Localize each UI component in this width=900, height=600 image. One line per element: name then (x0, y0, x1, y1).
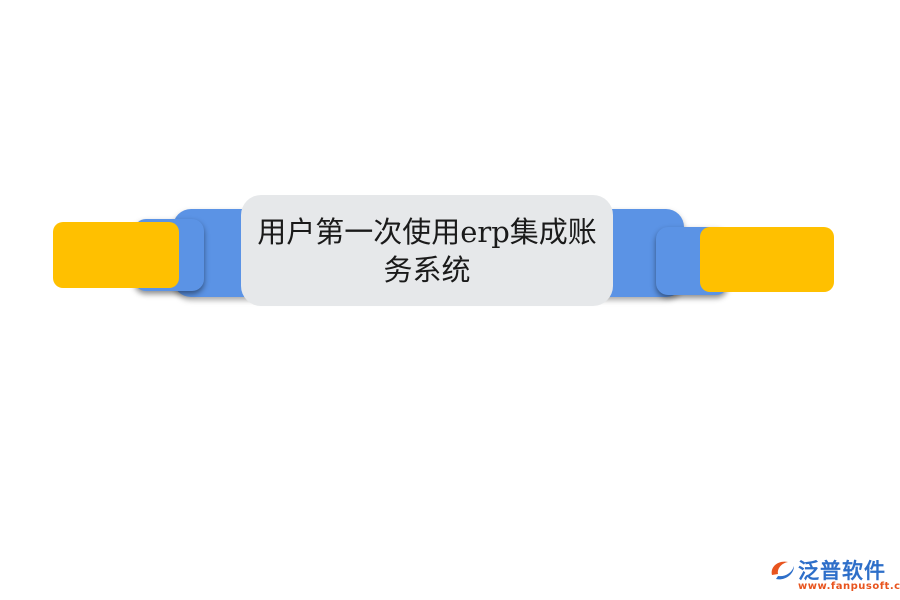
brand-url: www.fanpusoft.com (798, 581, 900, 592)
brand-name: 泛普软件 (798, 559, 886, 583)
center-title: 用户第一次使用erp集成账务系统 (257, 214, 597, 287)
left-yellow-block (53, 222, 179, 288)
brand-watermark: 泛普软件 www.fanpusoft.com (768, 555, 900, 597)
fanpu-logo-icon (771, 561, 794, 580)
right-yellow-block (700, 227, 834, 292)
center-card: 用户第一次使用erp集成账务系统 (241, 195, 613, 306)
